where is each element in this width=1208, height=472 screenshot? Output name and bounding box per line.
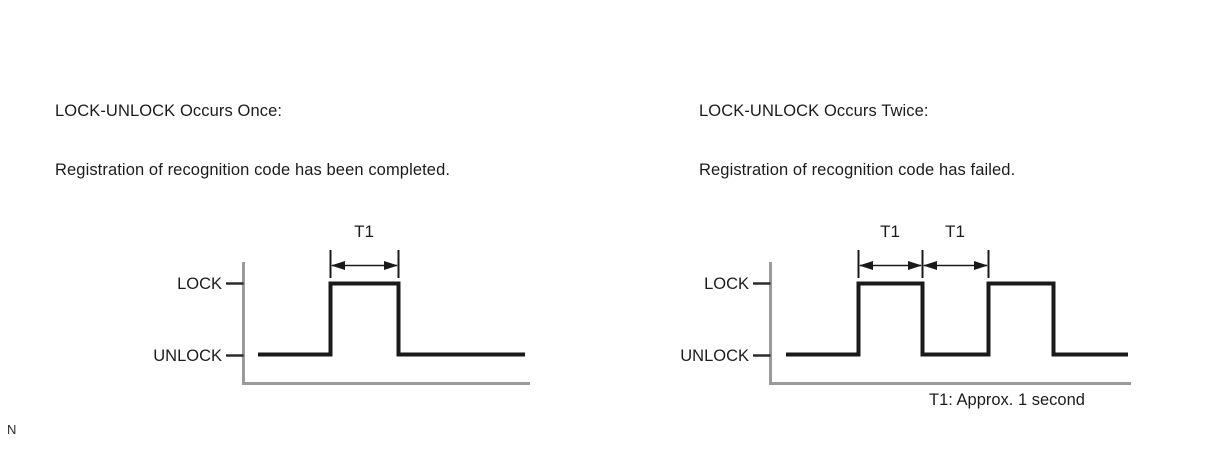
- chart-axis: [242, 262, 530, 385]
- dimension-label-t1-second: T1: [945, 222, 965, 241]
- dimension-arrow-t1-first: [859, 261, 922, 270]
- lock-level-label: LOCK: [704, 275, 749, 293]
- panel-twice-title: LOCK-UNLOCK Occurs Twice:: [699, 102, 929, 120]
- panel-once-title: LOCK-UNLOCK Occurs Once:: [55, 102, 283, 120]
- panel-occurs-twice: LOCK-UNLOCK Occurs Twice: Registration o…: [604, 0, 1208, 472]
- panel-occurs-once: LOCK-UNLOCK Occurs Once: Registration of…: [55, 102, 530, 385]
- chart-axis: [769, 262, 1131, 385]
- corner-page-mark: N: [7, 422, 17, 437]
- dimension-label-t1: T1: [354, 222, 374, 241]
- lock-level-label: LOCK: [177, 275, 222, 293]
- dimension-label-t1-first: T1: [880, 222, 900, 241]
- t1-footnote: T1: Approx. 1 second: [929, 391, 1085, 409]
- panel-once-subtitle: Registration of recognition code has bee…: [55, 161, 451, 179]
- panel-twice-subtitle: Registration of recognition code has fai…: [699, 161, 1016, 179]
- signal-waveform: [786, 281, 1128, 357]
- timing-diagram-once: LOCK UNLOCK T1: [153, 222, 530, 385]
- timing-diagram-twice: LOCK UNLOCK T1 T1: [604, 0, 1208, 472]
- dimension-arrow-t1: [331, 261, 398, 270]
- unlock-level-label: UNLOCK: [153, 347, 222, 365]
- signal-waveform: [258, 281, 525, 357]
- unlock-level-label: UNLOCK: [680, 347, 749, 365]
- dimension-arrow-t1-second: [923, 261, 988, 270]
